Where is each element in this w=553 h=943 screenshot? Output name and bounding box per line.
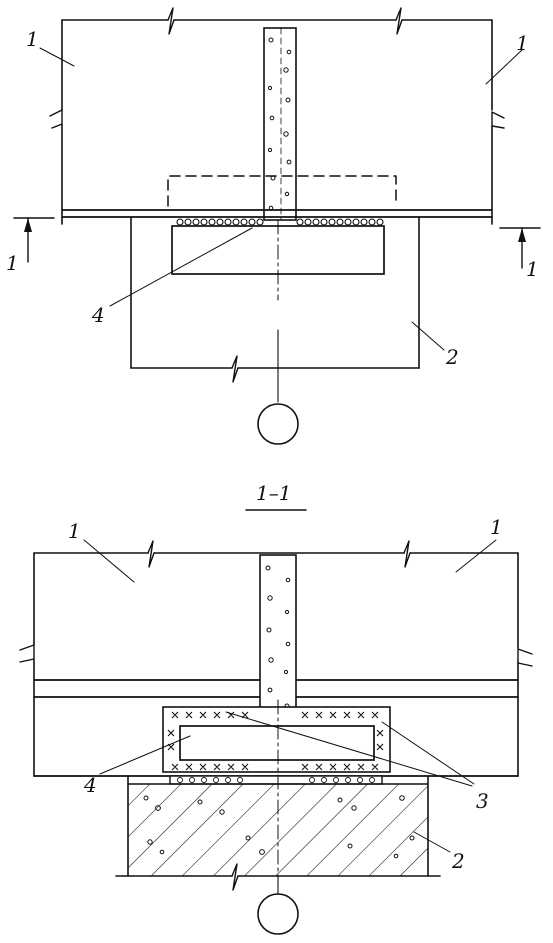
- label-wall-right-top: 1: [516, 31, 529, 55]
- label-pier-section: 2: [451, 849, 465, 873]
- section-title: 1–1: [256, 481, 291, 505]
- label-cut-right: 1: [526, 257, 539, 281]
- label-wall-left-section: 1: [68, 519, 81, 543]
- insulation-box-section: [162, 706, 391, 773]
- wall-panel-top: [49, 7, 505, 225]
- label-insulation-section: 3: [476, 789, 489, 813]
- label-pad-top: 4: [91, 303, 105, 327]
- hidden-plate-outline: [167, 175, 397, 207]
- leader-wall-left-top: [39, 47, 75, 67]
- leader-pier-top: [411, 321, 445, 351]
- bearing-strip-beads: [177, 777, 375, 783]
- leader-insulation-1: [225, 711, 473, 787]
- insulation-row-top: [176, 218, 384, 226]
- pier-section: [115, 775, 441, 891]
- leader-wall-right-top: [485, 49, 523, 85]
- pier-top: [130, 216, 420, 383]
- leader-wall-left-section: [83, 539, 135, 583]
- leader-wall-right-section: [455, 539, 497, 573]
- grid-axis-section: [257, 699, 299, 935]
- column-core-top: [263, 27, 297, 221]
- label-cut-left: 1: [6, 251, 19, 275]
- grid-axis-top: [257, 219, 299, 445]
- bearing-line-top: [61, 209, 493, 218]
- label-wall-right-section: 1: [490, 515, 503, 539]
- label-wall-left-top: 1: [26, 27, 39, 51]
- section-cut-marker-right: [499, 227, 541, 269]
- leader-pad-top: [109, 227, 253, 307]
- plan-view: 1 1 1 1 4 2: [6, 7, 541, 445]
- section-cut-marker-left: [13, 217, 55, 263]
- section-view: 1 1 4 3 2: [19, 515, 533, 935]
- leader-pad-section: [99, 735, 191, 775]
- label-pad-section: 4: [83, 773, 97, 797]
- leader-pier-section: [413, 831, 451, 853]
- label-pier-top: 2: [445, 345, 459, 369]
- leader-insulation-2: [381, 721, 475, 785]
